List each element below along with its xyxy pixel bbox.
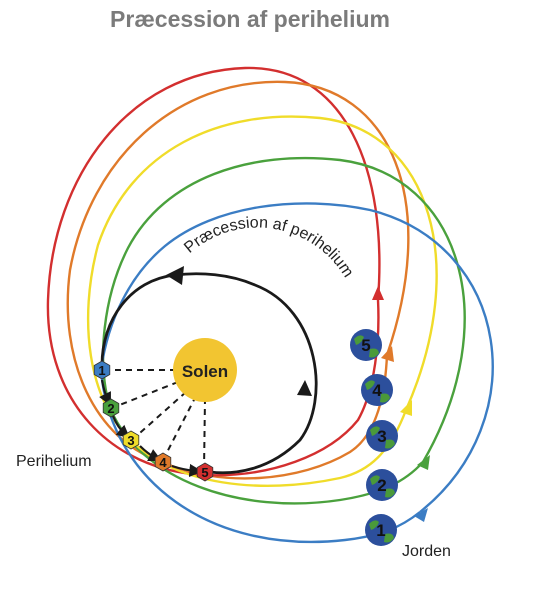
perihelion-marker-number: 3: [127, 433, 134, 448]
perihelion-marker-number: 1: [98, 363, 105, 378]
arrowhead-4: [381, 346, 394, 362]
perihelion-steps: [99, 379, 203, 478]
arrowhead-1: [414, 508, 428, 522]
orbit-4: [66, 80, 410, 464]
perihelion-marker-number: 5: [201, 465, 208, 480]
orbits: [46, 66, 494, 513]
precession-arc-label: Præcession af perihelium: [181, 214, 356, 280]
arrowhead-3: [400, 400, 412, 416]
orbit-1: [99, 202, 494, 513]
perihelion-marker-number: 2: [107, 401, 114, 416]
earth-number: 2: [377, 476, 386, 495]
sun-label: Solen: [182, 362, 228, 381]
earths: 1 2 3 4 5: [350, 329, 398, 546]
sun-rays: [104, 369, 206, 471]
earth-number: 4: [372, 381, 382, 400]
perihelion-marker-number: 4: [159, 455, 167, 470]
diagram-title: Præcession af perihelium: [110, 6, 390, 32]
earth-3: 3: [366, 420, 398, 452]
orbit-arrowheads: [372, 286, 430, 522]
earth-number: 3: [377, 427, 386, 446]
perihelion-marker-4: [154, 452, 172, 472]
orbit-3: [86, 115, 438, 441]
perihelion-marker-5: [196, 462, 214, 482]
earth-number: 1: [376, 521, 385, 540]
earth-label: Jorden: [402, 543, 451, 560]
earth-1: 1: [365, 514, 397, 546]
earth-5: 5: [350, 329, 382, 361]
sun: [173, 338, 237, 402]
precession-arc: [100, 272, 318, 475]
orbit-2: [101, 156, 466, 463]
earth-4: 4: [361, 374, 393, 406]
earth-2: 2: [366, 469, 398, 501]
perihelion-marker-3: [122, 430, 140, 450]
arrowhead-2: [417, 455, 430, 470]
perihelion-marker-2: [102, 398, 120, 418]
orbit-5: [46, 66, 381, 477]
perihelion-markers: 1 2 3 4 5: [93, 360, 214, 482]
perihelion-marker-1: [93, 360, 111, 380]
precession-arc-arrow-right: [297, 380, 312, 396]
perihelion-label: Perihelium: [16, 453, 92, 470]
earth-number: 5: [361, 336, 370, 355]
arrowhead-5: [372, 286, 384, 300]
precession-arc-arrow-top: [166, 266, 184, 285]
